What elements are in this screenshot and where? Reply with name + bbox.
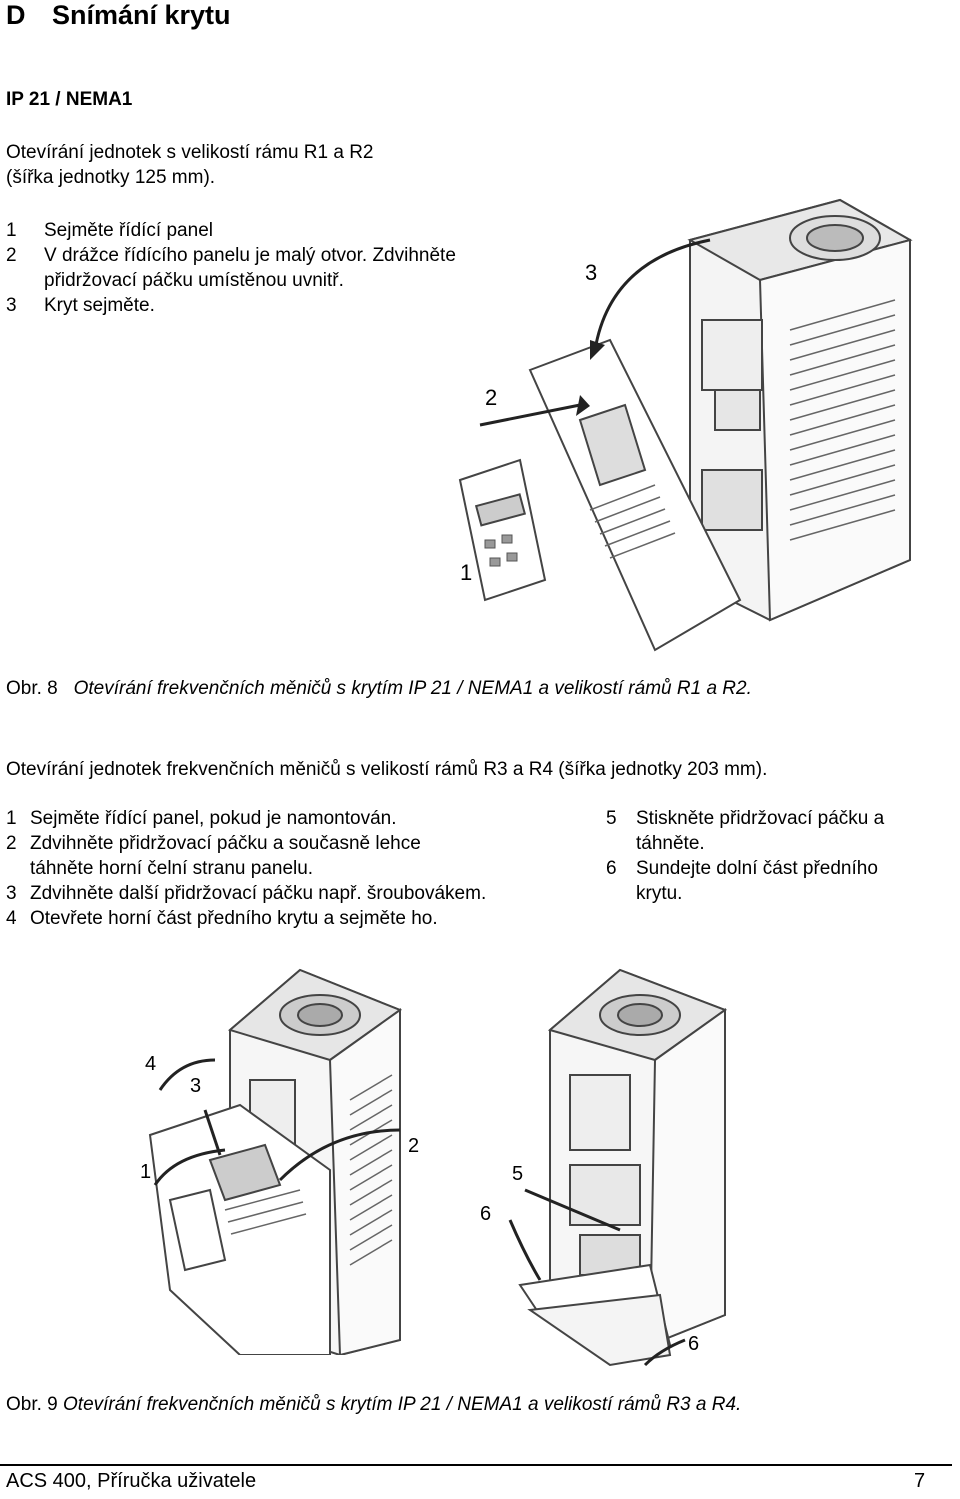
- callout-2: 2: [408, 1135, 419, 1157]
- section2-intro: Otevírání jednotek frekvenčních měničů s…: [6, 759, 768, 780]
- figure-8-drawing: 3 2 1: [458, 198, 913, 652]
- callout-4: 4: [145, 1053, 156, 1075]
- callout-2: 2: [485, 385, 497, 410]
- figure-9-caption: Obr. 9 Otevírání frekvenčních měničů s k…: [6, 1394, 741, 1416]
- footer-rule: [0, 1464, 952, 1466]
- intro-line: (šířka jednotky 125 mm).: [6, 167, 216, 188]
- callout-1: 1: [460, 560, 472, 585]
- caption-label: Obr. 9: [6, 1394, 58, 1415]
- caption-label: Obr. 8: [6, 678, 58, 699]
- subheading: IP 21 / NEMA1: [6, 89, 133, 110]
- caption-text: Otevírání frekvenčních měničů s krytím I…: [73, 678, 752, 699]
- section-letter: D: [6, 0, 26, 30]
- figure-9-left-drawing: 4 3 1 2: [140, 968, 419, 1355]
- intro-line: Otevírání jednotek s velikostí rámu R1 a…: [6, 142, 374, 163]
- callout-5: 5: [512, 1163, 523, 1185]
- callout-6: 6: [688, 1333, 699, 1355]
- step-item-continuation: přidržovací páčku umístěnou uvnitř.: [44, 270, 344, 291]
- section-heading: D Snímání krytu: [6, 0, 231, 34]
- figure-9-right-drawing: 5 6 6: [480, 968, 728, 1367]
- figure-8-caption: Obr. 8 Otevírání frekvenčních měničů s k…: [6, 678, 752, 700]
- callout-1: 1: [140, 1161, 151, 1183]
- section1-intro: Otevírání jednotek s velikostí rámu R1 a…: [6, 140, 374, 190]
- step-item-continuation: táhněte.: [636, 833, 705, 854]
- step-item-continuation: krytu.: [636, 883, 683, 904]
- footer-page-number: 7: [914, 1470, 926, 1492]
- footer-manual-title: ACS 400, Příručka uživatele: [6, 1470, 257, 1492]
- section-title: Snímání krytu: [52, 0, 231, 30]
- callout-3: 3: [585, 260, 597, 285]
- caption-text: Otevírání frekvenčních měničů s krytím I…: [63, 1394, 742, 1415]
- callout-3: 3: [190, 1075, 201, 1097]
- step-item-continuation: táhněte horní čelní stranu panelu.: [30, 858, 314, 879]
- callout-6: 6: [480, 1203, 491, 1225]
